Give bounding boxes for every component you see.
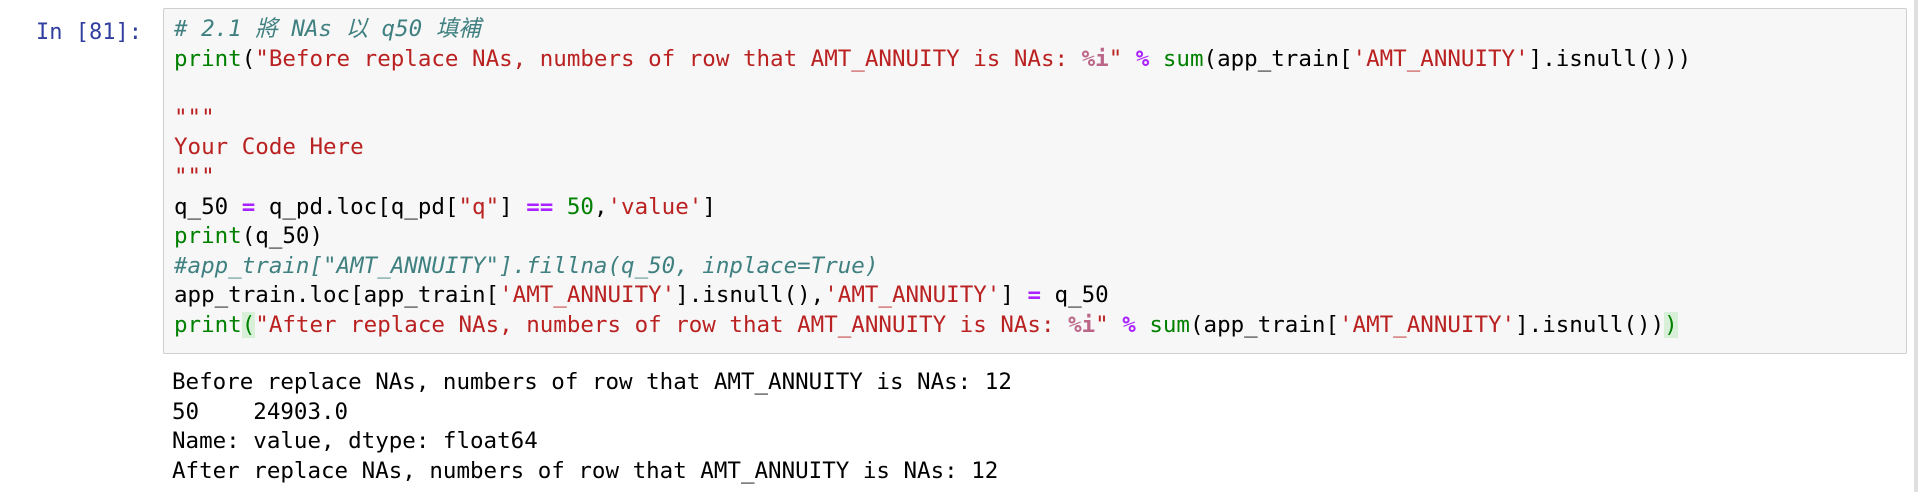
code-token xyxy=(1149,46,1163,72)
code-token: q_50 xyxy=(1040,282,1109,309)
output-line: Name: value, dtype: float64 xyxy=(172,428,538,454)
code-docstring: Your Code Here xyxy=(174,134,364,161)
output-line: After replace NAs, numbers of row that A… xyxy=(172,457,999,484)
code-line-6: """ xyxy=(174,163,1691,193)
code-token: ].isnull(), xyxy=(675,282,825,309)
code-token: (app_train[ xyxy=(1203,45,1353,72)
input-prompt: In [81]: xyxy=(36,20,142,45)
code-token: (app_train[ xyxy=(1189,311,1339,338)
code-string: 'value' xyxy=(607,193,703,220)
matched-paren: ( xyxy=(241,311,256,338)
code-line-7: q_50 = q_pd.loc[q_pd["q"] == 50,'value'] xyxy=(174,193,1691,223)
code-token: app_train.loc[app_train[ xyxy=(174,282,500,309)
code-token: sum xyxy=(1162,45,1204,72)
page-scrollbar[interactable] xyxy=(1914,0,1918,492)
code-token: %i xyxy=(1081,45,1109,72)
code-string: "Before replace NAs, numbers of row that… xyxy=(255,45,1082,72)
code-operator: == xyxy=(526,193,554,220)
code-token: ].isnull()) xyxy=(1515,311,1665,338)
code-token: ].isnull())) xyxy=(1528,45,1692,72)
code-token: (q_50) xyxy=(241,223,324,250)
output-line: 50 24903.0 xyxy=(172,398,349,425)
code-token xyxy=(1136,312,1150,338)
code-string: 'AMT_ANNUITY' xyxy=(1339,311,1516,338)
code-token xyxy=(1109,312,1123,338)
code-line-3 xyxy=(174,74,1691,104)
code-comment: #app_train["AMT_ANNUITY"].fillna(q_50, i… xyxy=(174,252,879,279)
cell-output: Before replace NAs, numbers of row that … xyxy=(172,368,1012,486)
code-number: 50 xyxy=(566,193,594,220)
code-operator: % xyxy=(1122,311,1136,338)
code-token: print xyxy=(174,311,242,338)
code-token xyxy=(1122,46,1136,72)
matched-paren: ) xyxy=(1664,311,1678,338)
code-token: , xyxy=(593,193,608,220)
code-line-11: print("After replace NAs, numbers of row… xyxy=(174,311,1691,341)
code-token: q_50 xyxy=(174,193,242,220)
code-line-1: # 2.1 將 NAs 以 q50 填補 xyxy=(174,15,1691,45)
code-token: print xyxy=(174,223,242,250)
code-token: print xyxy=(174,45,242,72)
code-line-9: #app_train["AMT_ANNUITY"].fillna(q_50, i… xyxy=(174,252,1691,282)
code-string: 'AMT_ANNUITY' xyxy=(499,282,676,309)
code-docstring: """ xyxy=(174,163,215,190)
code-operator: = xyxy=(1027,282,1041,309)
code-string: 'AMT_ANNUITY' xyxy=(1352,45,1529,72)
output-line: Before replace NAs, numbers of row that … xyxy=(172,369,1012,395)
code-token: q_pd.loc[q_pd[ xyxy=(255,193,459,220)
code-operator: % xyxy=(1135,45,1150,72)
code-line-10: app_train.loc[app_train['AMT_ANNUITY'].i… xyxy=(174,281,1691,311)
code-string: " xyxy=(1095,311,1109,338)
code-operator: = xyxy=(241,193,256,220)
code-token: ( xyxy=(241,45,256,72)
code-string: " xyxy=(1108,45,1123,72)
code-line-4: """ xyxy=(174,104,1691,134)
code-string: "q" xyxy=(458,193,500,220)
code-line-5: Your Code Here xyxy=(174,133,1691,163)
code-token: ] xyxy=(1000,282,1028,309)
code-string: "After replace NAs, numbers of row that … xyxy=(255,311,1069,338)
code-string: 'AMT_ANNUITY' xyxy=(824,282,1001,309)
code-token: sum xyxy=(1149,311,1190,338)
code-token: %i xyxy=(1068,311,1096,338)
code-token xyxy=(553,194,567,220)
code-line-8: print(q_50) xyxy=(174,222,1691,252)
code-token: ] xyxy=(499,193,527,220)
code-docstring: """ xyxy=(174,104,215,131)
code-line-2: print("Before replace NAs, numbers of ro… xyxy=(174,45,1691,75)
code-token: ] xyxy=(702,193,716,220)
code-comment: # 2.1 將 NAs 以 q50 填補 xyxy=(174,16,481,42)
